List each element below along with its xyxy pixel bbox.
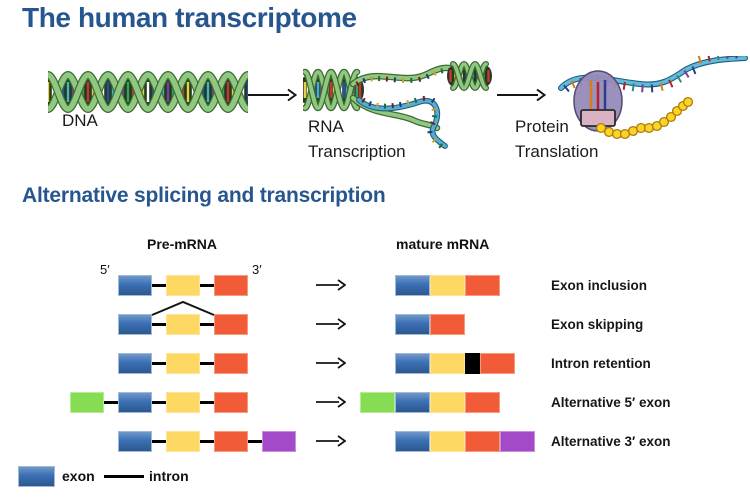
intron-line	[200, 323, 214, 326]
intron-line	[248, 440, 262, 443]
row-label: Exon skipping	[551, 317, 644, 332]
section-heading: Alternative splicing and transcription	[22, 184, 386, 207]
row-label: Exon inclusion	[551, 278, 648, 293]
exon-box-yellow	[166, 392, 200, 413]
intron-line	[104, 401, 118, 404]
exon-skip-bridge-icon	[151, 300, 215, 316]
exon-box-blue	[118, 392, 152, 413]
mature-segment-blue	[395, 353, 430, 374]
mature-segment-blue	[395, 275, 430, 296]
intron-line	[152, 440, 166, 443]
dna-helix-icon	[48, 70, 248, 114]
mature-segment-yellow	[430, 431, 465, 452]
intron-line	[200, 440, 214, 443]
row-label: Alternative 5′ exon	[551, 395, 671, 410]
mature-segment-red	[465, 275, 500, 296]
five-prime-label: 5′	[100, 262, 110, 277]
legend-intron-label: intron	[149, 468, 189, 484]
exon-box-green	[70, 392, 104, 413]
intron-line	[200, 401, 214, 404]
intron-line	[200, 284, 214, 287]
exon-box-red	[214, 314, 248, 335]
exon-box-yellow	[166, 353, 200, 374]
exon-box-red	[214, 392, 248, 413]
protein-translation-icon	[558, 56, 748, 140]
flow-arrow-icon	[497, 88, 546, 102]
legend-exon-swatch	[18, 466, 55, 487]
row-label: Alternative 3′ exon	[551, 434, 671, 449]
flow-arrow-icon	[248, 88, 297, 102]
exon-box-red	[214, 353, 248, 374]
mature-mrna-header: mature mRNA	[396, 236, 490, 252]
rna-label: RNA Transcription	[308, 117, 406, 161]
exon-box-blue	[118, 275, 152, 296]
row-arrow-icon	[316, 279, 346, 291]
intron-line	[152, 362, 166, 365]
row-arrow-icon	[316, 435, 346, 447]
mature-segment-red	[465, 431, 500, 452]
mature-segment-blue	[395, 392, 430, 413]
exon-box-red	[214, 275, 248, 296]
row-arrow-icon	[316, 318, 346, 330]
mature-segment-yellow	[430, 392, 465, 413]
intron-line	[152, 401, 166, 404]
mature-segment-red	[480, 353, 515, 374]
exon-box-blue	[118, 431, 152, 452]
mature-segment-red	[465, 392, 500, 413]
exon-box-red	[214, 431, 248, 452]
row-label: Intron retention	[551, 356, 651, 371]
intron-line	[152, 284, 166, 287]
exon-box-blue	[118, 314, 152, 335]
mature-segment-green	[360, 392, 395, 413]
exon-box-yellow	[166, 314, 200, 335]
mature-segment-blue	[395, 314, 430, 335]
intron-line	[152, 323, 166, 326]
protein-label: Protein Translation	[515, 117, 599, 161]
exon-box-yellow	[166, 431, 200, 452]
row-arrow-icon	[316, 357, 346, 369]
exon-box-yellow	[166, 275, 200, 296]
mature-segment-blue	[395, 431, 430, 452]
mature-segment-yellow	[430, 353, 465, 374]
dna-label: DNA	[62, 111, 98, 130]
three-prime-label: 3′	[252, 262, 262, 277]
row-arrow-icon	[316, 396, 346, 408]
mature-segment-purple	[500, 431, 535, 452]
mature-segment-black	[465, 353, 480, 374]
page-title: The human transcriptome	[22, 2, 357, 33]
pre-mrna-header: Pre-mRNA	[147, 236, 218, 252]
legend-intron-line	[104, 475, 144, 478]
rna-transcription-icon	[303, 60, 492, 149]
exon-box-blue	[118, 353, 152, 374]
mature-segment-yellow	[430, 275, 465, 296]
exon-box-purple	[262, 431, 296, 452]
legend-exon-label: exon	[62, 468, 95, 484]
mature-segment-red	[430, 314, 465, 335]
intron-line	[200, 362, 214, 365]
